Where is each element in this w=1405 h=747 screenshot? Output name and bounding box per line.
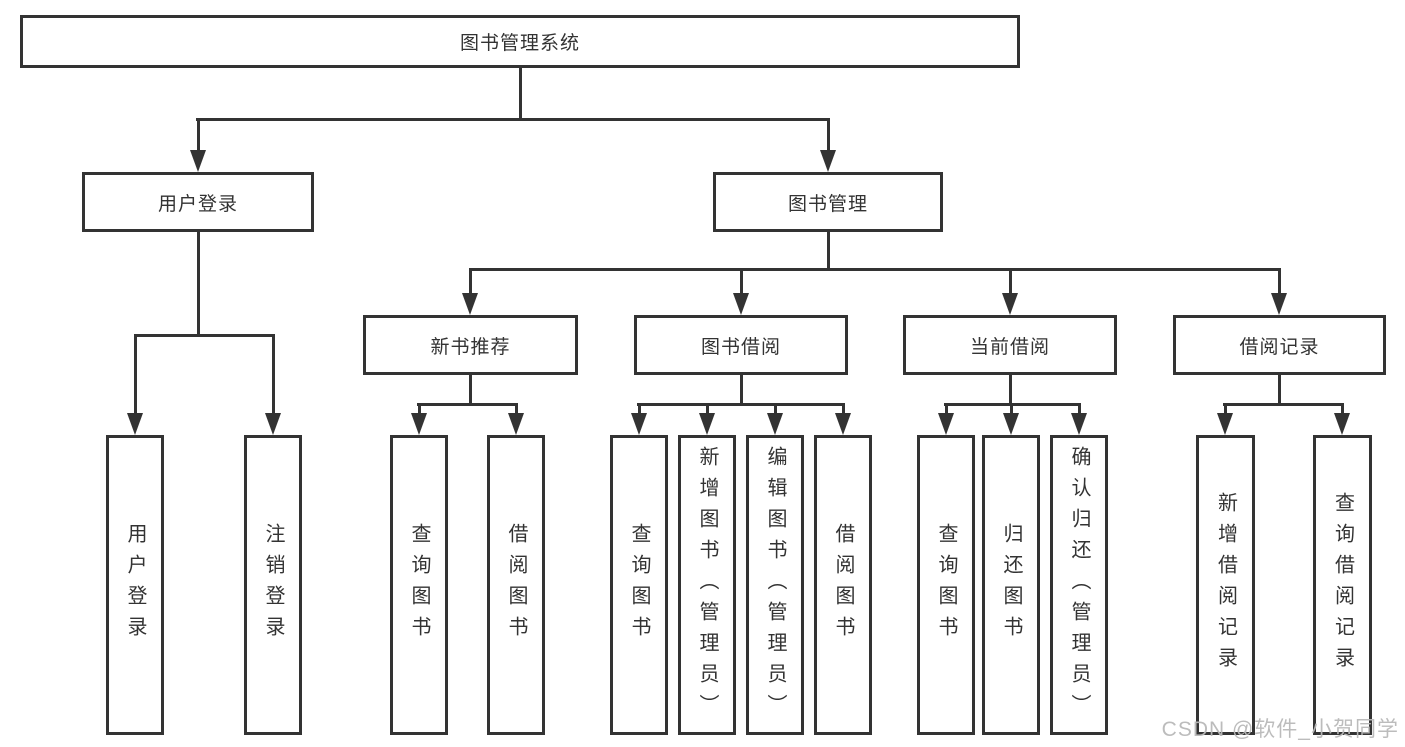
leaf-query-books: 查询图书 [917, 435, 975, 735]
arrow-down-icon [1334, 413, 1350, 435]
connector-drop-book-management [827, 121, 830, 151]
connector-drop-leaf [515, 406, 518, 415]
leaf-label: 借阅图书 [505, 523, 527, 647]
leaf-label: 查询图书 [628, 523, 650, 647]
connector-new-book-rail [417, 403, 518, 406]
leaf-query-borrow-record: 查询借阅记录 [1313, 435, 1372, 735]
leaf-logout: 注销登录 [244, 435, 302, 735]
connector-book-borrow-rail [637, 403, 845, 406]
connector-user-login-stem [197, 232, 200, 334]
arrow-down-icon [733, 293, 749, 315]
arrow-down-icon [820, 150, 836, 172]
connector-book-management-stem [827, 232, 830, 271]
arrow-down-icon [1271, 293, 1287, 315]
connector-drop-leaf [1224, 406, 1227, 415]
node-current-borrow: 当前借阅 [903, 315, 1117, 375]
connector-drop-book-borrow [740, 271, 743, 295]
arrow-down-icon [835, 413, 851, 435]
connector-drop-leaf [1010, 406, 1013, 415]
arrow-down-icon [1217, 413, 1233, 435]
leaf-label: 用户登录 [124, 523, 146, 647]
leaf-label: 查询图书 [408, 523, 430, 647]
connector-drop-leaf [418, 406, 421, 415]
connector-new-book-stem [469, 375, 472, 406]
arrow-down-icon [462, 293, 478, 315]
connector-borrow-records-rail [1223, 403, 1344, 406]
leaf-return-books: 归还图书 [982, 435, 1040, 735]
connector-l1-rail [196, 118, 830, 121]
leaf-label: 新增借阅记录 [1214, 492, 1237, 678]
node-borrow-records: 借阅记录 [1173, 315, 1386, 375]
leaf-label: 查询图书 [935, 523, 957, 647]
connector-drop-leaf [638, 406, 641, 415]
arrow-down-icon [1071, 413, 1087, 435]
arrow-down-icon [1003, 413, 1019, 435]
leaf-query-books: 查询图书 [610, 435, 668, 735]
node-new-book-recommend: 新书推荐 [363, 315, 578, 375]
connector-drop-new-book [469, 271, 472, 295]
connector-drop-user-login [197, 121, 200, 151]
connector-drop-leaf [706, 406, 709, 415]
leaf-add-books-admin: 新增图书（管理员） [678, 435, 736, 735]
connector-current-borrow-stem [1009, 375, 1012, 406]
leaf-label: 编辑图书（管理员） [764, 445, 786, 725]
leaf-add-borrow-record: 新增借阅记录 [1196, 435, 1255, 735]
leaf-borrow-books: 借阅图书 [487, 435, 545, 735]
leaf-confirm-return-admin: 确认归还（管理员） [1050, 435, 1108, 735]
leaf-user-login: 用户登录 [106, 435, 164, 735]
leaf-borrow-books: 借阅图书 [814, 435, 872, 735]
leaf-query-books: 查询图书 [390, 435, 448, 735]
leaf-label: 新增图书（管理员） [696, 445, 718, 725]
connector-drop-leaf [1078, 406, 1081, 415]
connector-book-borrow-stem [740, 375, 743, 406]
leaf-label: 借阅图书 [832, 523, 854, 647]
connector-drop-leaf [272, 337, 275, 415]
arrow-down-icon [411, 413, 427, 435]
connector-borrow-records-stem [1278, 375, 1281, 406]
node-book-borrow: 图书借阅 [634, 315, 848, 375]
leaf-edit-books-admin: 编辑图书（管理员） [746, 435, 804, 735]
connector-drop-leaf [774, 406, 777, 415]
connector-user-login-rail [134, 334, 275, 337]
connector-l3-rail [469, 268, 1281, 271]
watermark: CSDN @软件_小贺同学 [1161, 718, 1399, 741]
arrow-down-icon [938, 413, 954, 435]
leaf-label: 归还图书 [1000, 523, 1022, 647]
arrow-down-icon [1002, 293, 1018, 315]
node-user-login: 用户登录 [82, 172, 314, 232]
leaf-label: 查询借阅记录 [1331, 492, 1354, 678]
arrow-down-icon [767, 413, 783, 435]
node-root: 图书管理系统 [20, 15, 1020, 68]
connector-drop-borrow-records [1278, 271, 1281, 295]
connector-drop-leaf [134, 337, 137, 415]
connector-drop-current-borrow [1009, 271, 1012, 295]
arrow-down-icon [699, 413, 715, 435]
arrow-down-icon [127, 413, 143, 435]
connector-drop-leaf [1341, 406, 1344, 415]
node-book-management: 图书管理 [713, 172, 943, 232]
connector-drop-leaf [842, 406, 845, 415]
connector-drop-leaf [945, 406, 948, 415]
connector-root-stem [519, 68, 522, 121]
leaf-label: 注销登录 [262, 523, 284, 647]
arrow-down-icon [508, 413, 524, 435]
leaf-label: 确认归还（管理员） [1068, 445, 1090, 725]
arrow-down-icon [265, 413, 281, 435]
arrow-down-icon [190, 150, 206, 172]
arrow-down-icon [631, 413, 647, 435]
connector-current-borrow-rail [944, 403, 1081, 406]
